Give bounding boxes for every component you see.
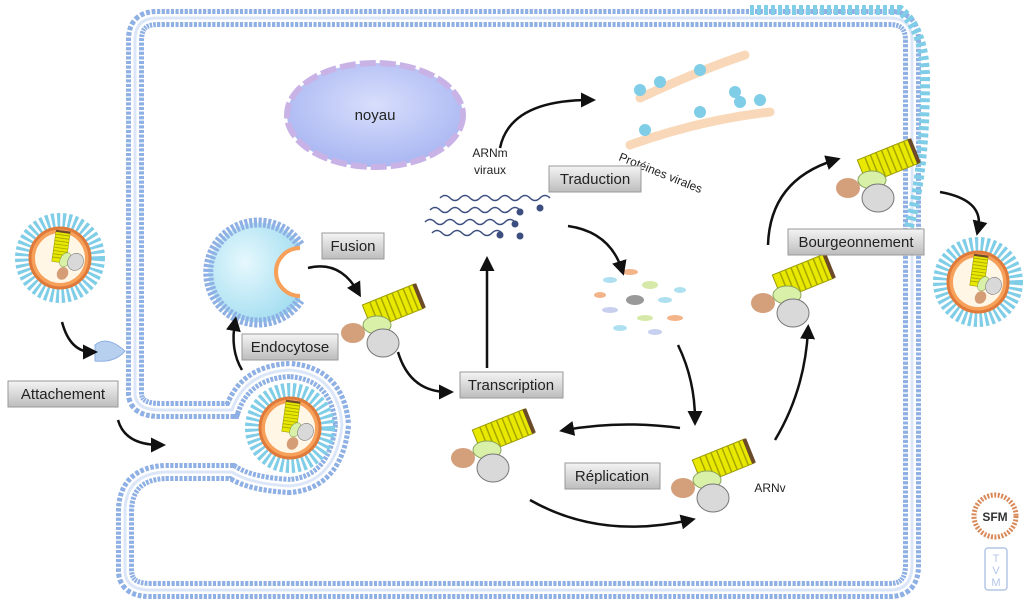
step-label: Traduction [560,171,630,188]
mrna-label-line1: ARNm [472,146,507,160]
sfm-logo: SFM [971,492,1019,540]
step-traduction: Traduction [548,165,642,193]
endosome [203,217,305,328]
step-endocytose: Endocytose [241,333,339,361]
step-label: Attachement [21,386,106,403]
step-attachement: Attachement [7,380,119,408]
step-label: Endocytose [251,339,329,356]
vrna-label: ARNv [754,481,785,495]
nucleocapsid-fusion [340,282,427,358]
viral-mrna [424,194,551,240]
step-label: Réplication [575,468,649,485]
nucleocapsid-transcription [450,407,537,483]
svg-text:T: T [993,553,1000,565]
virion-endocytosed [252,390,328,466]
step-fusion: Fusion [321,232,385,260]
step-label: Fusion [330,238,375,255]
step-replication: Réplication [564,462,661,490]
svg-text:SFM: SFM [982,510,1007,524]
step-transcription: Transcription [459,371,564,399]
viral-proteins-cloud [594,269,686,335]
nucleus: noyau [284,60,466,170]
virion-released [940,244,1016,320]
nucleus-label: noyau [355,107,396,124]
arrows [60,92,988,530]
svg-text:M: M [991,577,1000,589]
nucleocapsid-assembly [750,252,837,328]
step-label: Bourgeonnement [798,234,914,251]
virion-outside [22,220,98,296]
step-label: Transcription [468,377,554,394]
nucleocapsid-replication [670,437,757,513]
cell-membrane [116,5,931,599]
mrna-label-line2: viraux [474,163,506,177]
tvm-logo: T V M [984,547,1008,591]
step-bourgeonnement: Bourgeonnement [787,228,925,256]
svg-text:V: V [992,565,1000,577]
receptor [94,340,126,362]
